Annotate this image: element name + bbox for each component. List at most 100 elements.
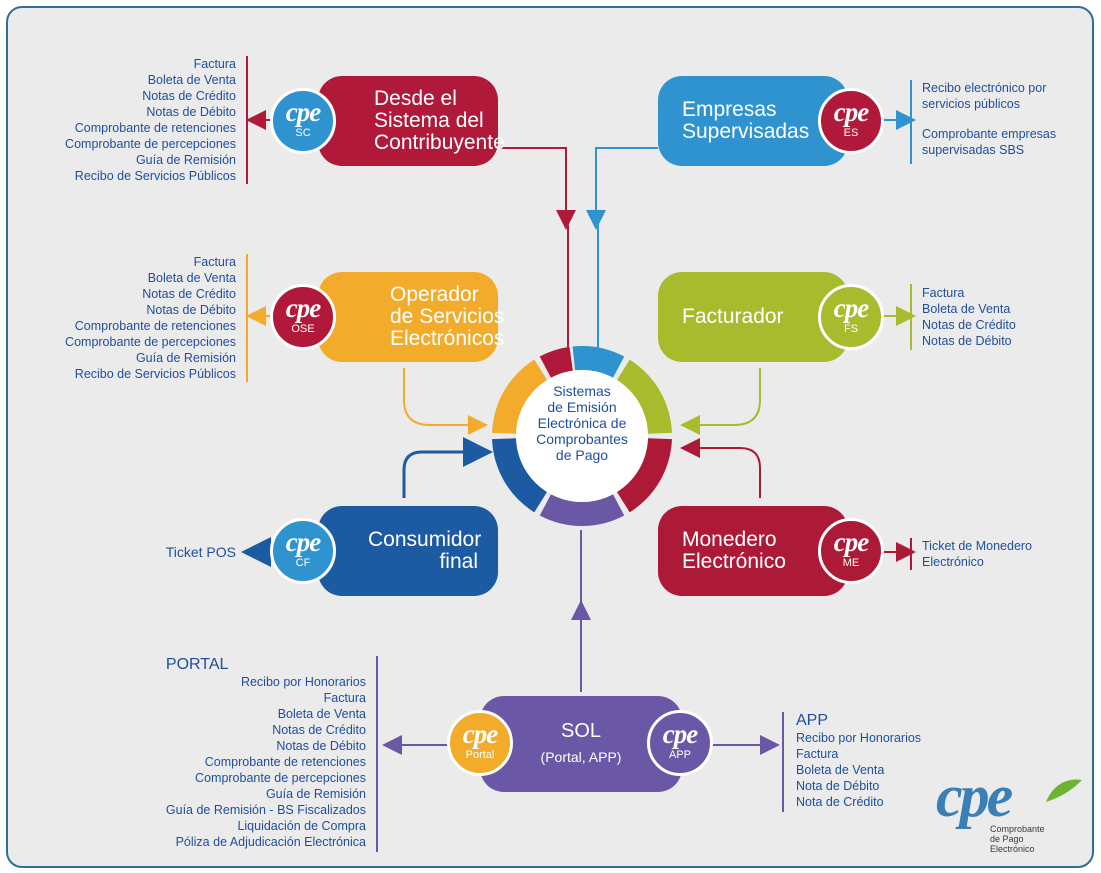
list-fs-bar [910, 284, 912, 350]
list-item: Ticket POS [165, 544, 236, 560]
connector-fs-to-center [680, 368, 761, 435]
cpe-badge-logo: cpe [833, 527, 869, 557]
list-item: Recibo por Honorarios [796, 731, 922, 745]
badge-app: cpe APP [647, 710, 713, 776]
list-item: Notas de Débito [146, 105, 236, 119]
connector-es-to-center [586, 147, 658, 230]
connector-ose-to-center [403, 368, 488, 435]
cpe-badge-logo: cpe [662, 719, 698, 749]
list-item: Comprobante de percepciones [65, 335, 236, 349]
cpe-badge-logo: cpe [833, 97, 869, 127]
list-es-bar [910, 80, 912, 164]
badge-portal: cpe Portal [447, 710, 513, 776]
list-item: Comprobante de percepciones [195, 771, 366, 785]
list-item [922, 112, 1056, 126]
cpe-badge-logo: cpe [462, 719, 498, 749]
ring-segment [492, 438, 548, 513]
list-es: Recibo electrónico por servicios público… [922, 80, 1056, 158]
list-item: Notas de Débito [922, 334, 1012, 348]
leaf-icon [1046, 779, 1082, 802]
ring-segment [539, 494, 625, 526]
ring-segment [492, 359, 548, 434]
ring-segment [539, 346, 573, 378]
list-item: Recibo por Honorarios [240, 675, 366, 689]
list-item: Recibo de Servicios Públicos [74, 367, 236, 381]
badge-cf: cpe CF [270, 518, 336, 584]
list-item: Nota de Crédito [796, 795, 884, 809]
central-ring [492, 346, 672, 526]
node-operador-servicios: Operador de Servicios Electrónicos [318, 272, 504, 362]
badge-es: cpe ES [818, 88, 884, 154]
list-item: Recibo electrónico por [922, 81, 1047, 95]
node-cf-title: Consumidor final [368, 528, 482, 573]
list-item: Factura [323, 691, 366, 705]
central-label-line: de Pago [555, 447, 609, 463]
central-label-line: Electrónica de [537, 415, 627, 431]
badge-fs: cpe FS [818, 284, 884, 350]
central-label-line: Comprobantes [536, 431, 628, 447]
list-item: supervisadas SBS [922, 143, 1025, 157]
node-ose-title: Operador de Servicios Electrónicos [390, 283, 505, 350]
list-sc-bar [246, 56, 248, 184]
list-fs: Factura Boleta de Venta Notas de Crédito… [922, 285, 1016, 349]
list-item: Factura [193, 57, 236, 71]
node-consumidor-final: Consumidor final [318, 506, 498, 596]
cpe-logo-caption: de Pago [990, 834, 1024, 844]
list-item: Factura [922, 286, 965, 300]
list-item: Comprobante empresas [922, 127, 1057, 141]
list-item: Boleta de Venta [147, 73, 236, 87]
connector-sc-to-center [500, 147, 576, 230]
list-cf: Ticket POS [166, 544, 236, 560]
list-item: Guía de Remisión [135, 351, 236, 365]
list-ose-bar [246, 254, 248, 382]
badge-portal-code: Portal [465, 749, 495, 761]
list-item: Notas de Débito [276, 739, 366, 753]
node-es-title: Empresas Supervisadas [682, 98, 810, 143]
central-label: Sistemas de Emisión Electrónica de Compr… [520, 383, 644, 463]
list-item: servicios públicos [922, 97, 1020, 111]
ring-segment [616, 359, 672, 434]
list-me-bar [910, 538, 912, 570]
cpe-logo-mark: cpe [936, 763, 1013, 829]
cpe-badge-logo: cpe [285, 527, 321, 557]
list-item: Boleta de Venta [277, 707, 366, 721]
node-me-title: Monedero Electrónico [682, 528, 786, 573]
list-item: Nota de Débito [796, 779, 880, 793]
central-label-line: Sistemas [553, 383, 611, 399]
list-item: Notas de Crédito [142, 89, 236, 103]
list-app-bar [782, 712, 784, 812]
node-fs-title: Facturador [682, 305, 784, 328]
list-item: Factura [796, 747, 839, 761]
list-ose: Factura Boleta de Venta Notas de Crédito… [65, 254, 236, 382]
list-item: Notas de Débito [146, 303, 236, 317]
badge-me: cpe ME [818, 518, 884, 584]
node-monedero-electronico: Monedero Electrónico [658, 506, 848, 596]
list-portal-bar [376, 656, 378, 852]
list-app: APP Recibo por Honorarios Factura Boleta… [796, 712, 921, 810]
list-item: Notas de Crédito [922, 318, 1016, 332]
badge-es-code: ES [843, 127, 859, 139]
node-sc-title: Desde el Sistema del Contribuyente [374, 87, 505, 154]
badge-fs-code: FS [843, 323, 859, 335]
list-item: Factura [193, 255, 236, 269]
badge-sc-code: SC [295, 127, 311, 139]
badge-ose-code: OSE [291, 323, 315, 335]
cpe-badge-logo: cpe [285, 293, 321, 323]
list-item: Comprobante de retenciones [204, 755, 366, 769]
list-me: Ticket de Monedero Electrónico [922, 538, 1032, 570]
list-item: Ticket de Monedero [922, 539, 1033, 553]
list-item: Boleta de Venta [796, 763, 885, 777]
list-sc: Factura Boleta de Venta Notas de Crédito… [65, 56, 236, 184]
node-sol-title: SOL [560, 720, 602, 742]
list-item: Notas de Crédito [272, 723, 366, 737]
badge-me-code: ME [842, 557, 860, 569]
cpe-badge-logo: cpe [285, 97, 321, 127]
badge-ose: cpe OSE [270, 284, 336, 350]
list-item: Póliza de Adjudicación Electrónica [175, 835, 366, 849]
list-item: Comprobante de retenciones [74, 121, 236, 135]
list-item: Boleta de Venta [147, 271, 236, 285]
cpe-logo: cpe Comprobante de Pago Electrónico [936, 766, 1086, 866]
cpe-badge-logo: cpe [833, 293, 869, 323]
node-empresas-supervisadas: Empresas Supervisadas [658, 76, 848, 166]
